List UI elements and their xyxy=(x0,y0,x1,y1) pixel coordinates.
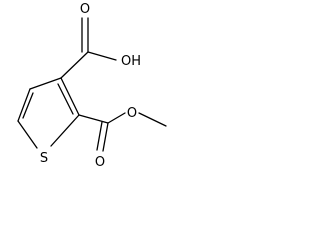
carboxylic-acid-group xyxy=(60,17,117,79)
atom-label-ester-carbonyl-oxygen: O xyxy=(95,155,105,170)
atom-label-acid-hydroxyl: OH xyxy=(121,54,141,69)
bond-acid-c-oh xyxy=(87,51,117,61)
bond-c5-c4 xyxy=(17,88,31,122)
atom-label-acid-carbonyl-oxygen: O xyxy=(80,2,90,17)
thiophene-ring xyxy=(17,77,80,149)
bond-ester-carbonyl-1 xyxy=(102,122,109,152)
bond-s-c5 xyxy=(17,120,38,149)
methyl-ester-group xyxy=(78,112,167,152)
atom-label-ring-sulfur: S xyxy=(40,151,48,166)
bond-c4-c3 xyxy=(29,77,62,90)
atom-label-ester-oxygen: O xyxy=(127,106,137,121)
bond-ester-carbonyl-2 xyxy=(96,121,103,151)
bond-c3-acid-carbon xyxy=(60,51,89,79)
bond-o-methyl xyxy=(138,112,167,127)
bond-c2-ester-carbon xyxy=(78,114,109,124)
bond-c2-s xyxy=(50,114,80,147)
bond-c3-c2-double xyxy=(57,83,74,115)
bond-c3-c2 xyxy=(60,77,80,116)
chemical-structure-diagram: O OH S O O xyxy=(17,2,167,170)
bond-ester-c-o xyxy=(107,112,126,124)
bond-c5-c4-double xyxy=(22,92,34,119)
